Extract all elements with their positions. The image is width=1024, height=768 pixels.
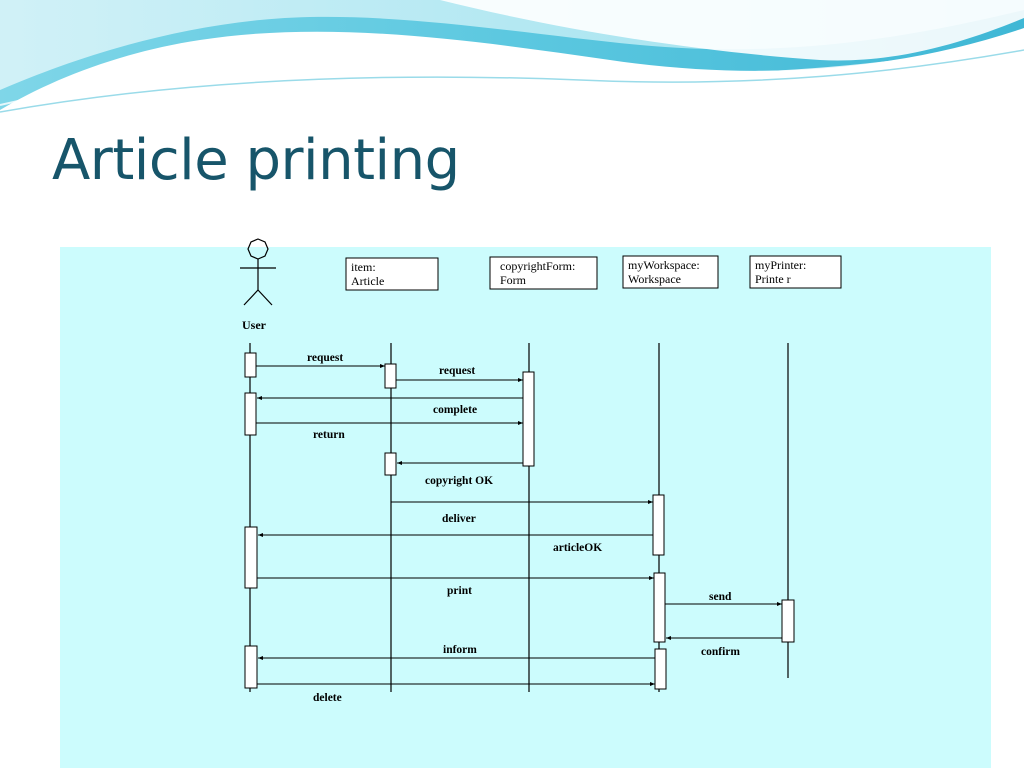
svg-text:myPrinter:: myPrinter: [755,258,806,272]
activation-bar [652,494,665,556]
activation-bar [522,371,535,467]
diagram-panel [60,247,991,768]
object-box-workspace: myWorkspace: Workspace [622,255,719,289]
message-label: inform [443,644,477,656]
message-label: copyright OK [425,475,493,487]
activation-bar [384,452,397,476]
activation-bar [244,352,257,378]
svg-text:item:: item: [351,260,376,274]
message-label: complete [433,404,477,416]
message-label: confirm [701,646,740,658]
activation-bar [781,599,795,643]
svg-text:Article: Article [351,274,384,288]
activation-bar [244,645,258,689]
page-title: Article printing [52,128,460,193]
activation-bar [384,363,397,389]
activation-bar [244,526,258,589]
message-label: delete [313,692,342,704]
svg-text:myWorkspace:: myWorkspace: [628,258,700,272]
svg-text:copyrightForm:: copyrightForm: [500,259,575,273]
message-label: deliver [442,513,476,525]
header-wave-decoration [0,0,1024,113]
object-box-printer: myPrinter: Printe r [749,255,842,289]
activation-bar [654,648,667,690]
activation-bar [653,572,666,643]
message-label: articleOK [553,542,602,554]
message-label: return [313,429,345,441]
svg-text:Workspace: Workspace [628,272,681,286]
message-label: request [307,352,343,364]
message-label: request [439,365,475,377]
activation-bar [244,392,257,436]
message-label: send [709,591,732,603]
stick-figure-actor-icon [240,238,276,306]
object-box-item: item: Article [345,257,439,291]
message-label: print [447,585,472,597]
object-box-copyright-form: copyrightForm: Form [489,256,598,290]
actor-label: User [242,318,267,332]
svg-text:Printe r: Printe r [755,272,791,286]
svg-text:Form: Form [500,273,527,287]
